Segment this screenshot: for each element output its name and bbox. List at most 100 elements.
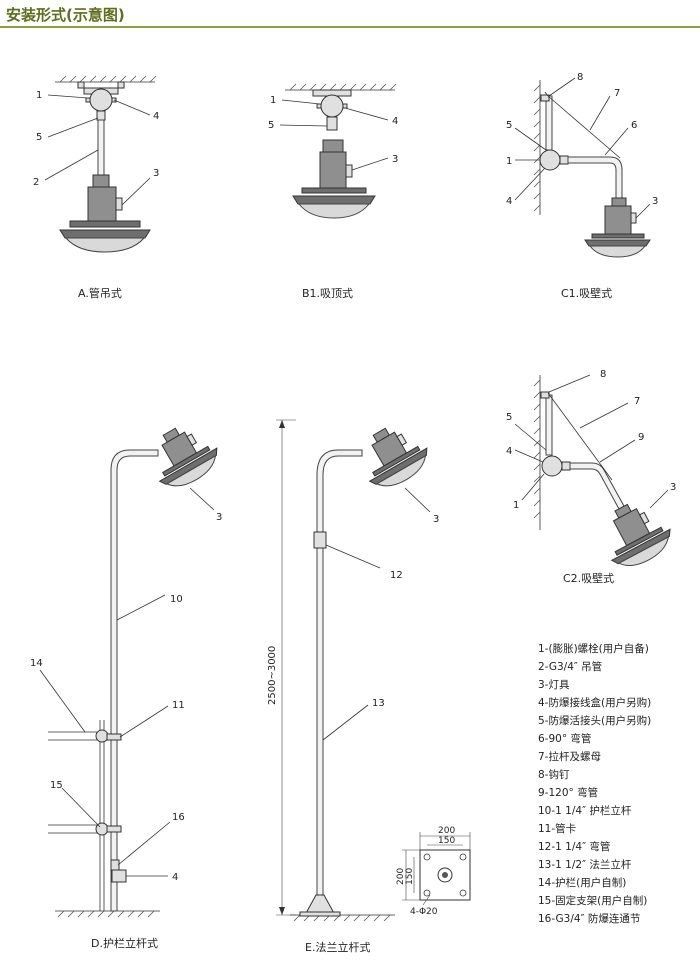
flange-height-150: 150: [405, 868, 415, 885]
dimension-label: 2500~3000: [267, 646, 278, 705]
bolt: [117, 81, 125, 89]
flange-width-150: 150: [438, 836, 455, 846]
flange-detail: 200 150 200 150 4-Φ20: [396, 826, 471, 917]
diagram-c2-wall: 8 7 9 5 4 1 3 C2.吸壁式: [506, 369, 676, 585]
leader-5: [47, 117, 99, 138]
junction-box: [111, 869, 127, 883]
label-5: 5: [506, 120, 512, 131]
parts-legend: 1-(膨胀)螺栓(用户自备) 2-G3/4″ 吊管 3-灯具 4-防爆接线盒(用…: [538, 642, 651, 925]
junction-box: [541, 455, 563, 477]
hook-nail: [540, 94, 550, 102]
label-11: 11: [172, 700, 185, 711]
leader-11: [119, 705, 169, 738]
label-6: 6: [631, 120, 637, 131]
legend-item: 5-防爆活接头(用户另购): [538, 714, 651, 727]
flange-width-200: 200: [438, 826, 455, 836]
lamp-reflector: [584, 239, 651, 247]
label-15: 15: [50, 780, 63, 791]
lamp-cover: [589, 245, 646, 258]
label-3: 3: [392, 154, 398, 165]
legend-item: 16-G3/4″ 防爆连通节: [538, 912, 640, 925]
tilted-lamp: [368, 427, 428, 487]
label-4: 4: [506, 446, 512, 457]
tie-rod: [547, 95, 621, 159]
label-7: 7: [614, 88, 620, 99]
leader-3: [121, 177, 151, 206]
bend-120: [569, 462, 625, 510]
boss: [342, 103, 348, 109]
leader-12: [325, 544, 381, 569]
dim-arrow-bottom: [279, 907, 285, 915]
leader-4: [113, 99, 151, 116]
lamp-body: [87, 186, 117, 222]
boss: [85, 97, 91, 103]
flange-hole: [423, 853, 431, 861]
legend-item: 1-(膨胀)螺栓(用户自备): [538, 642, 649, 655]
label-3: 3: [153, 168, 159, 179]
leader-10: [116, 594, 166, 621]
hanging-pipe: [97, 119, 105, 176]
tie-rod: [547, 392, 613, 481]
flange-hole: [459, 853, 467, 861]
union-joint: [326, 116, 338, 131]
leader-3: [404, 487, 431, 513]
leader-8: [548, 374, 591, 393]
label-7: 7: [634, 396, 640, 407]
leader-2: [44, 149, 99, 181]
junction-box: [539, 149, 561, 171]
tilted-lamp: [610, 503, 671, 567]
legend-item: 11-管卡: [538, 822, 576, 835]
pipe-clamp: [106, 825, 122, 833]
label-8: 8: [600, 369, 606, 380]
label-9: 9: [638, 432, 644, 443]
legend-item: 15-固定支架(用户自制): [538, 894, 647, 907]
flange-center: [442, 872, 448, 878]
boss: [316, 103, 322, 109]
ground-hatch: [293, 914, 391, 922]
label-4: 4: [153, 111, 159, 122]
ground-hatch: [57, 910, 155, 918]
tie-rod-end: [544, 91, 549, 97]
leader-13: [322, 704, 369, 741]
ceiling-hatch: [289, 83, 397, 91]
bend-90: [567, 156, 623, 199]
lamp-body: [319, 151, 347, 189]
flange-pole: [316, 449, 363, 896]
leader-3: [635, 203, 651, 219]
label-4: 4: [172, 872, 178, 883]
dim-arrow-top: [279, 420, 285, 428]
leader-3: [649, 489, 669, 509]
legend-item: 6-90° 弯管: [538, 732, 591, 745]
leader-15: [61, 787, 101, 828]
legend-item: 14-护栏(用户自制): [538, 876, 626, 889]
leader-1: [281, 99, 321, 105]
lamp-cover: [165, 454, 217, 487]
legend-item: 3-灯具: [538, 679, 570, 691]
diagram-b1-ceiling: 1 4 5 3 B1.吸顶式: [268, 83, 398, 300]
lamp-neck: [322, 139, 344, 153]
diagram-e-flange-pole: 2500~3000 3 12 13 E.法兰立杆式: [267, 419, 439, 954]
label-5: 5: [36, 132, 42, 143]
label-13: 13: [372, 698, 385, 709]
union-joint: [559, 155, 569, 165]
railing-bar-end: [95, 729, 109, 743]
wall-hatch: [533, 379, 541, 519]
railing-pole: [110, 449, 159, 912]
lamp-side-box: [396, 433, 408, 446]
lamp-body: [604, 205, 632, 235]
leader-6: [604, 127, 629, 156]
union-joint: [96, 110, 106, 121]
label-2: 2: [33, 177, 39, 188]
leader-16: [117, 821, 171, 866]
page-title: 安装形式(示意图): [6, 6, 125, 24]
label-1: 1: [270, 95, 276, 106]
diagram-c1-wall: 8 7 6 5 1 4 3 C1.吸壁式: [506, 72, 658, 300]
flex-connector: [110, 859, 120, 871]
lamp-cover: [375, 454, 427, 487]
flange-hole: [423, 889, 431, 897]
flange-holes: 4-Φ20: [410, 907, 438, 917]
lamp-housing: [162, 445, 211, 477]
leader-5: [514, 127, 547, 151]
lamp-reflector: [292, 195, 376, 205]
